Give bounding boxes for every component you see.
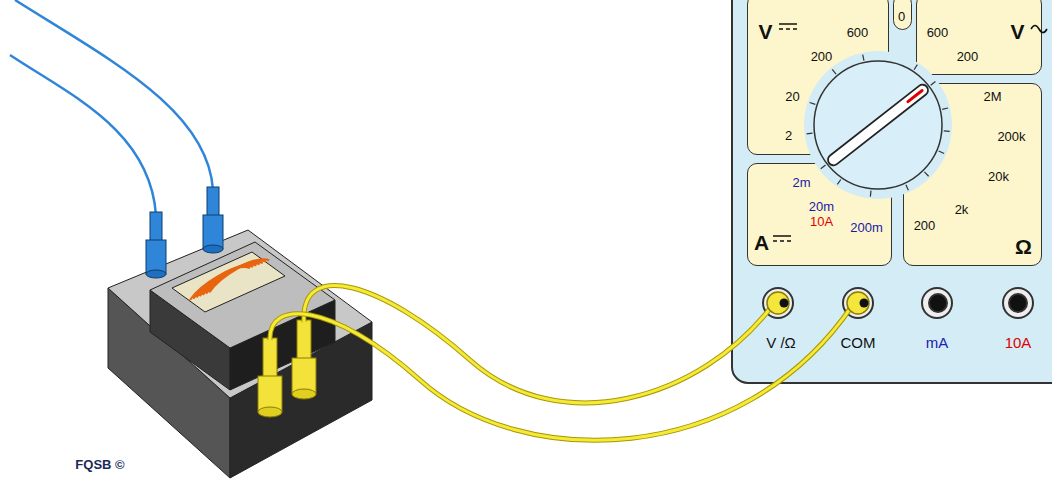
unit-symbol: A (754, 231, 769, 254)
range-value: 20m (809, 199, 834, 214)
watermark: FQSB © (75, 456, 124, 473)
jack-label: mA (926, 334, 949, 351)
zero-box: 0 (893, 0, 912, 30)
range-value: 2m (792, 175, 810, 190)
range-value: 200 (811, 49, 833, 64)
jacks (763, 288, 1033, 318)
range-value: 10A (810, 214, 833, 229)
secondary-terminals (258, 320, 316, 417)
transformer (108, 230, 372, 478)
unit-symbol: Ω (1015, 235, 1032, 258)
range-value: 2k (955, 202, 969, 217)
jack-label: COM (841, 334, 876, 351)
range-value: 600 (847, 25, 869, 40)
unit-symbol: V (1010, 20, 1024, 43)
plugs (767, 292, 869, 314)
range-value: 600 (927, 25, 949, 40)
range-value: 0 (898, 9, 905, 24)
unit-symbol: V (758, 20, 772, 43)
range-value: 20 (785, 89, 799, 104)
range-value: 200m (850, 220, 883, 235)
range-value: 20k (988, 169, 1009, 184)
range-value: 200k (997, 129, 1025, 144)
range-value: 2 (785, 128, 792, 143)
range-value: 200 (957, 49, 979, 64)
primary-wires (10, 0, 223, 278)
range-value: 2M (983, 89, 1001, 104)
meter-body (732, 0, 1052, 383)
test-leads (270, 286, 852, 441)
range-value: 200 (914, 218, 936, 233)
range-panel: 600 V 200 (916, 0, 1042, 75)
jack-label: V /Ω (766, 334, 796, 351)
jack-label: 10A (1005, 334, 1032, 351)
